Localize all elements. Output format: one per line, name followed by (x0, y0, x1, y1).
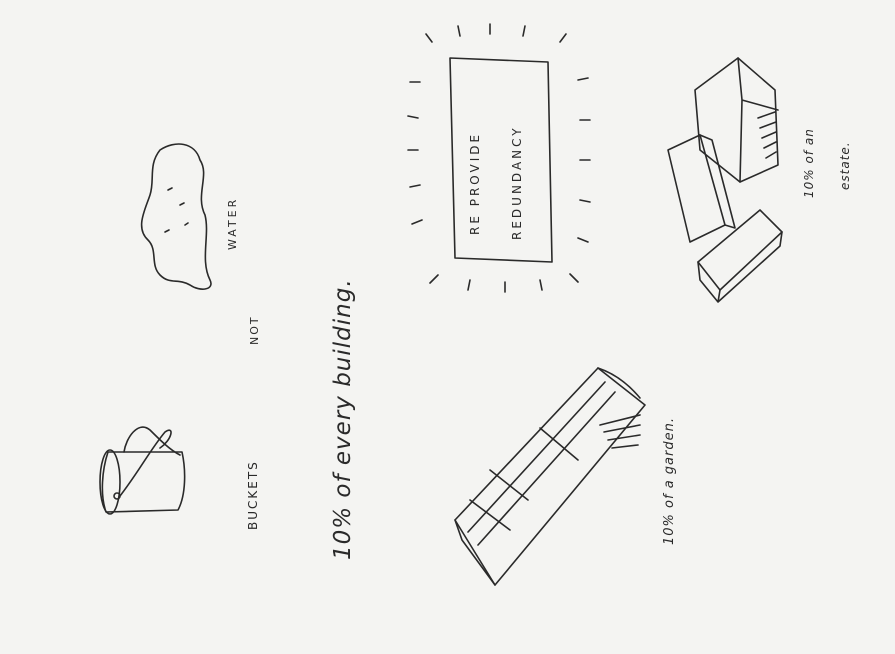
label-not: NOT (248, 315, 261, 345)
caption-garden: 10% of a garden. (662, 417, 677, 545)
caption-building: 10% of every building. (330, 278, 356, 560)
label-water: WATER (226, 197, 239, 250)
puddle-icon (142, 144, 211, 289)
box-text-line2: REDUNDANCY (510, 125, 524, 240)
caption-estate-line2: estate. (838, 141, 852, 190)
bucket-icon (100, 427, 185, 514)
concrete-blocks-icon (668, 58, 782, 302)
label-buckets: BUCKETS (246, 460, 260, 530)
caption-estate-line1: 10% of an (802, 128, 816, 198)
garden-bed-icon (455, 368, 645, 585)
redundancy-box (408, 24, 590, 292)
box-text-line1: RE PROVIDE (468, 132, 482, 235)
